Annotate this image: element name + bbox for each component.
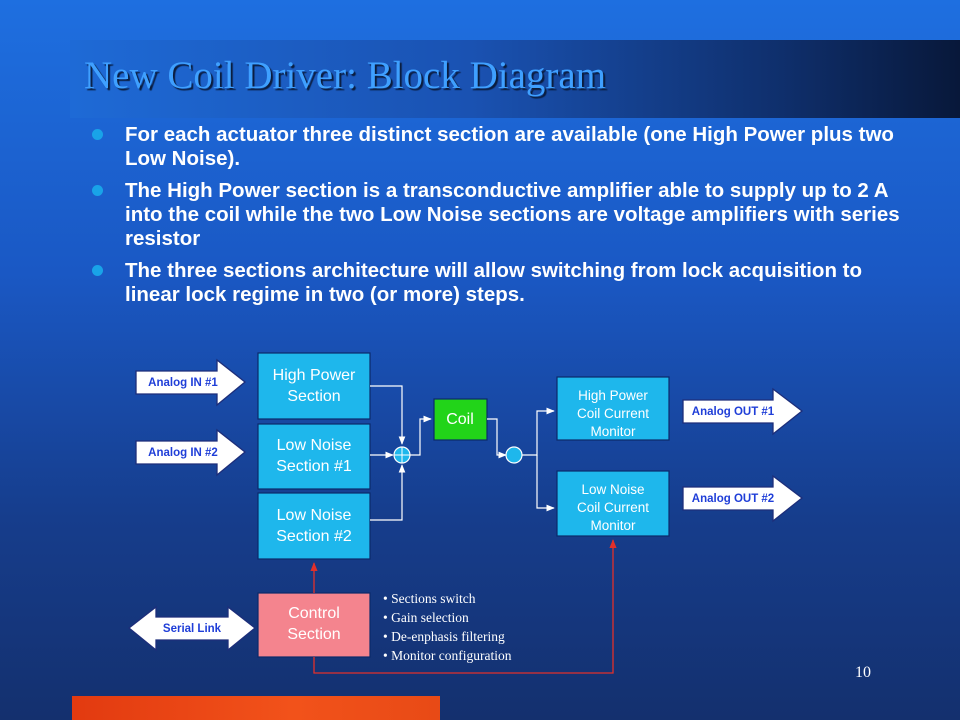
analog-in-1-arrow: Analog IN #1	[135, 358, 247, 407]
low-noise-section-2-line2: Section #2	[276, 528, 352, 545]
page-title: New Coil Driver: Block Diagram	[84, 54, 607, 97]
bullet-dot-icon	[92, 185, 103, 196]
control-function-item: • Monitor configuration	[383, 648, 512, 663]
control-section-block: Control Section	[257, 592, 371, 658]
control-section-line1: Control	[288, 605, 340, 622]
title-band	[70, 40, 960, 118]
bullet-item: The three sections architecture will all…	[90, 259, 910, 307]
analog-out-2-label: Analog OUT #2	[692, 493, 774, 505]
low-noise-section-2-block: Low Noise Section #2	[257, 492, 371, 560]
bullet-text: The three sections architecture will all…	[125, 259, 863, 306]
control-section-line2: Section	[287, 626, 340, 643]
control-functions-list: • Sections switch • Gain selection • De-…	[383, 591, 512, 663]
coil-block: Coil	[433, 398, 488, 441]
sum-to-coil-line	[410, 415, 432, 456]
analog-in-2-label: Analog IN #2	[148, 447, 218, 459]
serial-link-arrow: Serial Link	[127, 605, 257, 652]
sense-to-hp-monitor-line	[522, 407, 555, 456]
ln-monitor-line3: Monitor	[590, 518, 636, 533]
high-power-section-block: High Power Section	[257, 352, 371, 420]
high-power-to-sum-line	[370, 385, 406, 445]
hp-monitor-line1: High Power	[578, 388, 648, 403]
control-to-monitor-line	[313, 539, 617, 674]
low-noise-monitor-block: Low Noise Coil Current Monitor	[556, 470, 670, 537]
high-power-monitor-block: High Power Coil Current Monitor	[556, 376, 670, 441]
sense-to-ln-monitor-line	[536, 455, 555, 512]
high-power-section-line1: High Power	[273, 367, 356, 384]
analog-out-2-arrow: Analog OUT #2	[682, 474, 804, 523]
bullet-text: For each actuator three distinct section…	[125, 123, 894, 170]
analog-out-1-arrow: Analog OUT #1	[682, 387, 804, 436]
hp-monitor-line3: Monitor	[590, 424, 636, 439]
bullet-item: For each actuator three distinct section…	[90, 123, 910, 171]
analog-in-1-label: Analog IN #1	[148, 377, 218, 389]
bullet-dot-icon	[92, 265, 103, 276]
control-function-item: • Sections switch	[383, 591, 476, 606]
control-function-item: • Gain selection	[383, 610, 469, 625]
low-noise-section-1-block: Low Noise Section #1	[257, 423, 371, 490]
low-noise-section-1-line2: Section #1	[276, 458, 352, 475]
bottom-accent-bar	[72, 696, 440, 720]
bullet-item: The High Power section is a transconduct…	[90, 179, 910, 251]
high-power-section-line2: Section	[287, 388, 340, 405]
page-number: 10	[855, 664, 871, 681]
control-function-item: • De-enphasis filtering	[383, 629, 505, 644]
analog-in-2-arrow: Analog IN #2	[135, 428, 247, 477]
ln-monitor-line2: Coil Current	[577, 500, 649, 515]
coil-label: Coil	[446, 411, 474, 428]
bullet-list: For each actuator three distinct section…	[90, 123, 910, 315]
low-noise-section-1-line1: Low Noise	[277, 437, 352, 454]
low-noise-2-to-sum-line	[370, 464, 406, 521]
coil-to-sense-line	[487, 418, 507, 459]
hp-monitor-line2: Coil Current	[577, 406, 649, 421]
current-sense-node	[505, 446, 523, 464]
summing-node	[393, 446, 411, 464]
serial-link-label: Serial Link	[163, 623, 222, 635]
bullet-text: The High Power section is a transconduct…	[125, 179, 900, 250]
analog-out-1-label: Analog OUT #1	[692, 406, 775, 418]
ln-monitor-line1: Low Noise	[581, 482, 644, 497]
low-noise-section-2-line1: Low Noise	[277, 507, 352, 524]
bullet-dot-icon	[92, 129, 103, 140]
